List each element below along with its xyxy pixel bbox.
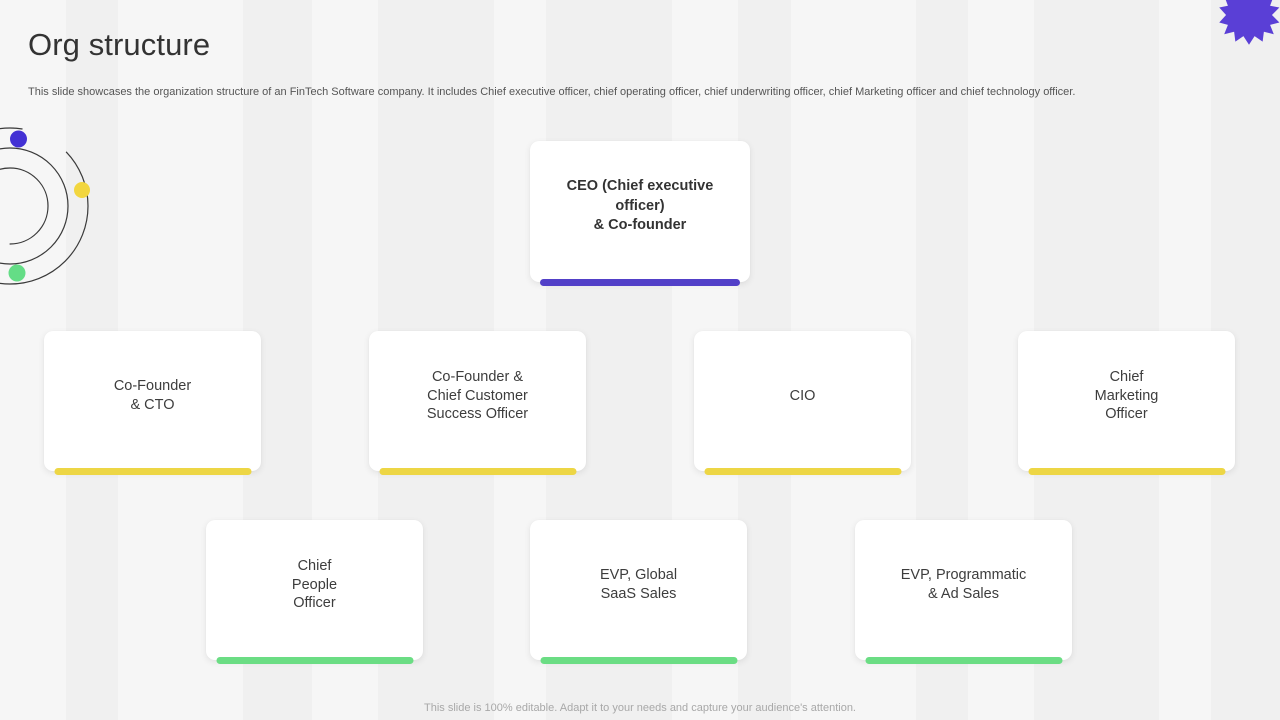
org-node-label: Chief Marketing Officer xyxy=(1094,368,1159,423)
page-title: Org structure xyxy=(28,27,211,62)
org-node-accent-bar xyxy=(379,468,576,475)
org-node-ceo[interactable]: CEO (Chief executive officer) & Co-found… xyxy=(530,141,750,286)
page-subtitle: This slide showcases the organization st… xyxy=(28,86,1076,98)
purple-dot xyxy=(10,130,27,148)
org-node-label: CEO (Chief executive officer) & Co-found… xyxy=(566,178,714,234)
org-node-card[interactable]: EVP, Global SaaS Sales xyxy=(530,520,747,660)
org-node-chief-customer-success-officer[interactable]: Co-Founder & Chief Customer Success Offi… xyxy=(369,331,586,475)
org-node-label: EVP, Programmatic & Ad Sales xyxy=(900,567,1027,602)
org-node-card[interactable]: CEO (Chief executive officer) & Co-found… xyxy=(530,141,750,282)
org-node-accent-bar xyxy=(704,468,901,475)
yellow-dot xyxy=(74,182,90,198)
org-node-label: Co-Founder & CTO xyxy=(113,378,192,413)
org-node-label: CIO xyxy=(789,387,816,404)
org-node-accent-bar xyxy=(865,657,1062,664)
org-node-card[interactable]: EVP, Programmatic & Ad Sales xyxy=(855,520,1072,660)
org-node-evp-programmatic-ad-sales[interactable]: EVP, Programmatic & Ad Sales xyxy=(855,520,1072,664)
org-node-chief-people-officer[interactable]: Chief People Officer xyxy=(206,520,423,664)
org-node-accent-bar xyxy=(54,468,251,475)
org-node-card[interactable]: Co-Founder & CTO xyxy=(44,331,261,471)
org-node-co-founder-cto[interactable]: Co-Founder & CTO xyxy=(44,331,261,475)
org-node-card[interactable]: Co-Founder & Chief Customer Success Offi… xyxy=(369,331,586,471)
org-node-cio[interactable]: CIO xyxy=(694,331,911,475)
orbit-rings-decoration xyxy=(0,122,94,290)
org-node-chief-marketing-officer[interactable]: Chief Marketing Officer xyxy=(1018,331,1235,475)
org-node-accent-bar xyxy=(540,657,737,664)
org-node-accent-bar xyxy=(216,657,413,664)
org-node-label: Co-Founder & Chief Customer Success Offi… xyxy=(426,368,529,423)
org-node-accent-bar xyxy=(1028,468,1225,475)
green-dot xyxy=(8,264,26,282)
org-node-evp-global-saas-sales[interactable]: EVP, Global SaaS Sales xyxy=(530,520,747,664)
org-node-card[interactable]: Chief Marketing Officer xyxy=(1018,331,1235,471)
org-node-accent-bar xyxy=(540,279,740,286)
org-node-card[interactable]: Chief People Officer xyxy=(206,520,423,660)
slide-footer-note: This slide is 100% editable. Adapt it to… xyxy=(424,702,856,714)
starburst-decoration xyxy=(1218,0,1280,46)
org-node-label: Chief People Officer xyxy=(291,557,338,612)
org-node-label: EVP, Global SaaS Sales xyxy=(599,567,678,602)
org-node-card[interactable]: CIO xyxy=(694,331,911,471)
